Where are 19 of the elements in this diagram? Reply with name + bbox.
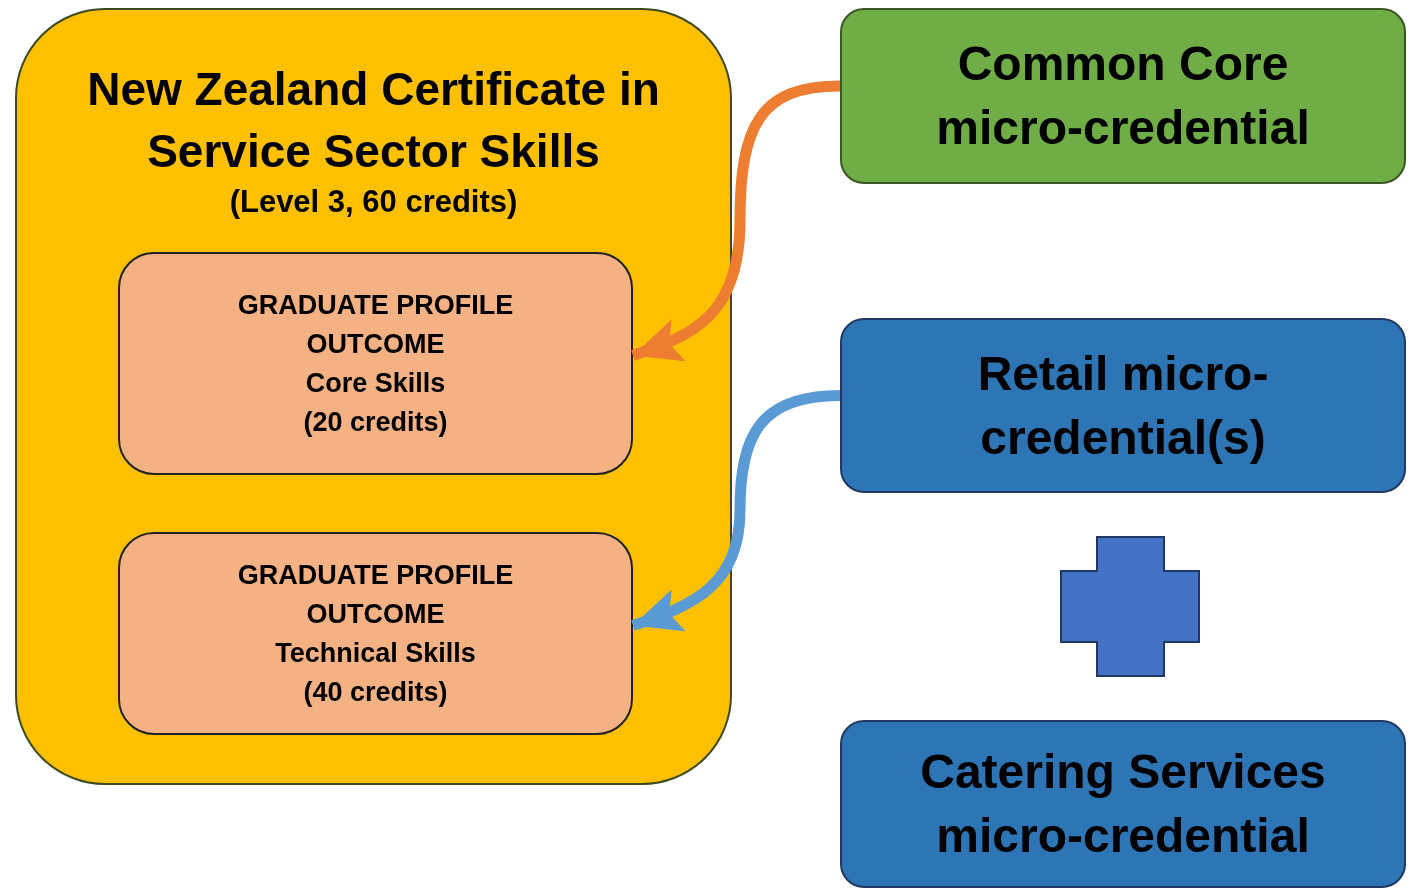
credential-box bbox=[840, 318, 1406, 493]
panel-subtitle: (Level 3, 60 credits) bbox=[229, 183, 518, 221]
outcome-heading: GRADUATE PROFILE OUTCOME bbox=[236, 288, 515, 361]
outcome-name: Technical Skills bbox=[275, 636, 476, 670]
curved-arrow bbox=[631, 390, 841, 631]
credential-title: Retail micro-credential(s) bbox=[976, 345, 1270, 466]
outcome-box bbox=[118, 252, 633, 475]
credit-note: (20 credits) bbox=[303, 405, 448, 439]
credential-box bbox=[840, 720, 1406, 888]
certificate-panel bbox=[15, 8, 732, 785]
credential-title: Catering Services micro-credential bbox=[919, 744, 1327, 864]
outcome-name: Core Skills bbox=[305, 366, 446, 400]
credential-box bbox=[840, 8, 1406, 184]
outcome-box bbox=[118, 532, 633, 735]
outcome-heading: GRADUATE PROFILE OUTCOME bbox=[236, 558, 515, 631]
credential-title: Common Core micro-credential bbox=[935, 36, 1311, 156]
panel-title: New Zealand Certificate in Service Sector Skills bbox=[86, 62, 661, 179]
curved-arrow bbox=[631, 80, 841, 361]
credit-note: (40 credits) bbox=[303, 675, 448, 709]
